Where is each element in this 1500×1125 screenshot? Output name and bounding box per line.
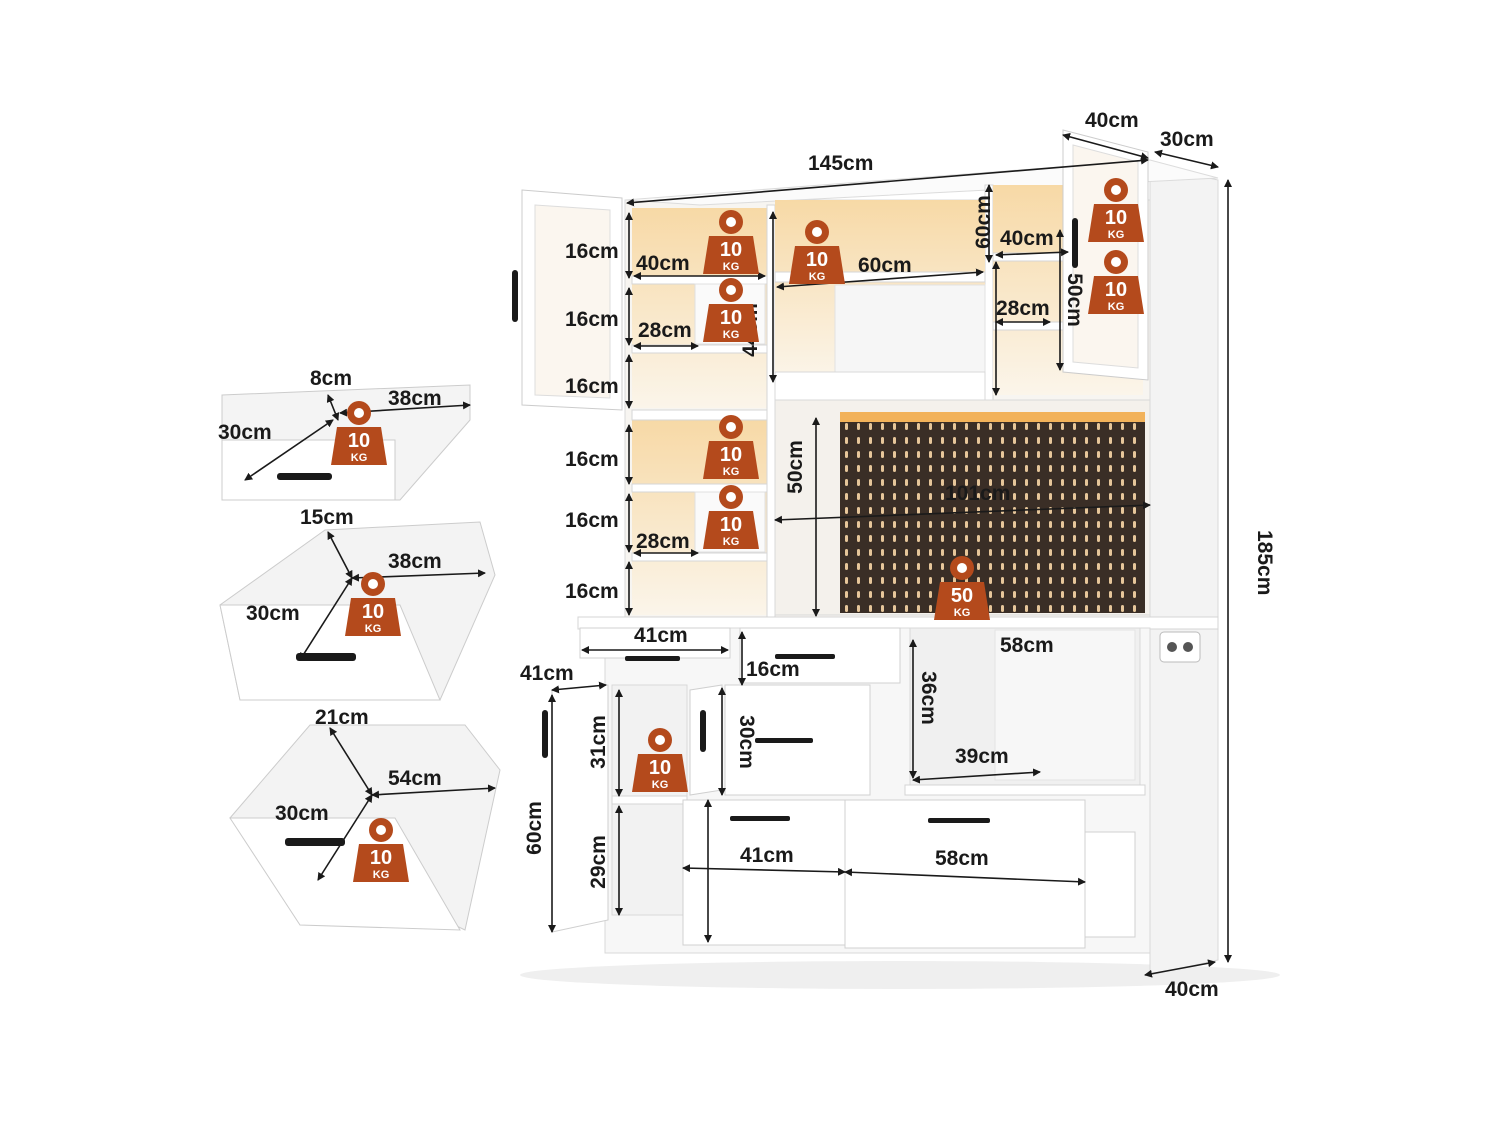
svg-text:10: 10	[649, 757, 671, 779]
dim-micro-depth: 39cm	[955, 745, 1009, 768]
dim-overall-width: 145cm	[808, 152, 873, 175]
dimension-lines	[244, 132, 1232, 978]
dim-left-inner-2: 28cm	[636, 530, 690, 553]
svg-text:10: 10	[720, 239, 742, 261]
dim-cabinet-width: 41cm	[520, 662, 574, 685]
svg-text:10: 10	[720, 514, 742, 536]
dim-panel-width: 101cm	[945, 482, 1010, 505]
svg-text:KG: KG	[373, 869, 390, 881]
dim-bottom-drawer-right: 58cm	[935, 847, 989, 870]
svg-text:KG: KG	[351, 452, 368, 464]
dim-cabinet-height: 60cm	[523, 801, 546, 855]
svg-text:10: 10	[362, 601, 384, 623]
dim-d3-depth: 21cm	[315, 706, 369, 729]
dim-height: 185cm	[1253, 530, 1276, 595]
dim-left-inner-1: 28cm	[638, 319, 692, 342]
svg-text:KG: KG	[723, 466, 740, 478]
dimension-labels: 145cm 40cm 30cm 185cm 40cm 16cm 16cm 16c…	[218, 109, 1276, 1001]
dim-bottom-depth: 40cm	[1165, 978, 1219, 1001]
dim-top-drawer-width: 41cm	[634, 624, 688, 647]
svg-text:KG: KG	[723, 261, 740, 273]
svg-text:KG: KG	[365, 623, 382, 635]
svg-text:10: 10	[720, 444, 742, 466]
dim-right-height: 60cm	[972, 195, 995, 249]
dim-d1-width: 38cm	[388, 387, 442, 410]
dim-d1-length: 30cm	[218, 421, 272, 444]
dim-d3-width: 54cm	[388, 767, 442, 790]
dim-panel-height: 50cm	[784, 440, 807, 494]
dim-d1-depth: 8cm	[310, 367, 352, 390]
dim-left-shelf-2: 16cm	[565, 308, 619, 331]
dim-left-shelf-6: 16cm	[565, 580, 619, 603]
svg-text:KG: KG	[723, 536, 740, 548]
dim-right-inner: 28cm	[996, 297, 1050, 320]
dim-cabinet-upper: 31cm	[587, 715, 610, 769]
drawer-inset-large	[229, 724, 501, 931]
svg-text:KG: KG	[1108, 229, 1125, 241]
dim-left-shelf-3: 16cm	[565, 375, 619, 398]
svg-text:KG: KG	[652, 779, 669, 791]
svg-text:KG: KG	[954, 607, 971, 619]
svg-text:KG: KG	[809, 271, 826, 283]
dim-left-shelf-5: 16cm	[565, 509, 619, 532]
dim-bottom-drawer-left: 41cm	[740, 844, 794, 867]
dim-mid-drawer-height: 30cm	[735, 715, 758, 769]
dim-door-width: 40cm	[1085, 109, 1139, 132]
dim-micro-height: 36cm	[917, 671, 940, 725]
svg-text:10: 10	[1105, 279, 1127, 301]
svg-text:10: 10	[348, 430, 370, 452]
dim-d2-length: 30cm	[246, 602, 300, 625]
dim-cabinet-lower: 29cm	[587, 835, 610, 889]
dim-left-shelf-1: 16cm	[565, 240, 619, 263]
dim-center-width: 60cm	[858, 254, 912, 277]
svg-text:KG: KG	[723, 329, 740, 341]
dim-top-depth: 30cm	[1160, 128, 1214, 151]
svg-text:10: 10	[720, 307, 742, 329]
dim-d2-depth: 15cm	[300, 506, 354, 529]
dim-d2-width: 38cm	[388, 550, 442, 573]
svg-text:10: 10	[806, 249, 828, 271]
dim-right-width: 40cm	[1000, 227, 1054, 250]
dim-micro-width: 58cm	[1000, 634, 1054, 657]
dim-top-drawer-height: 16cm	[746, 658, 800, 681]
svg-text:10: 10	[1105, 207, 1127, 229]
svg-text:KG: KG	[1108, 301, 1125, 313]
svg-text:10: 10	[370, 847, 392, 869]
svg-text:50: 50	[951, 585, 973, 607]
dim-right-door-height: 50cm	[1063, 273, 1086, 327]
dim-left-shelf-4: 16cm	[565, 448, 619, 471]
dim-d3-length: 30cm	[275, 802, 329, 825]
dim-left-top-width: 40cm	[636, 252, 690, 275]
